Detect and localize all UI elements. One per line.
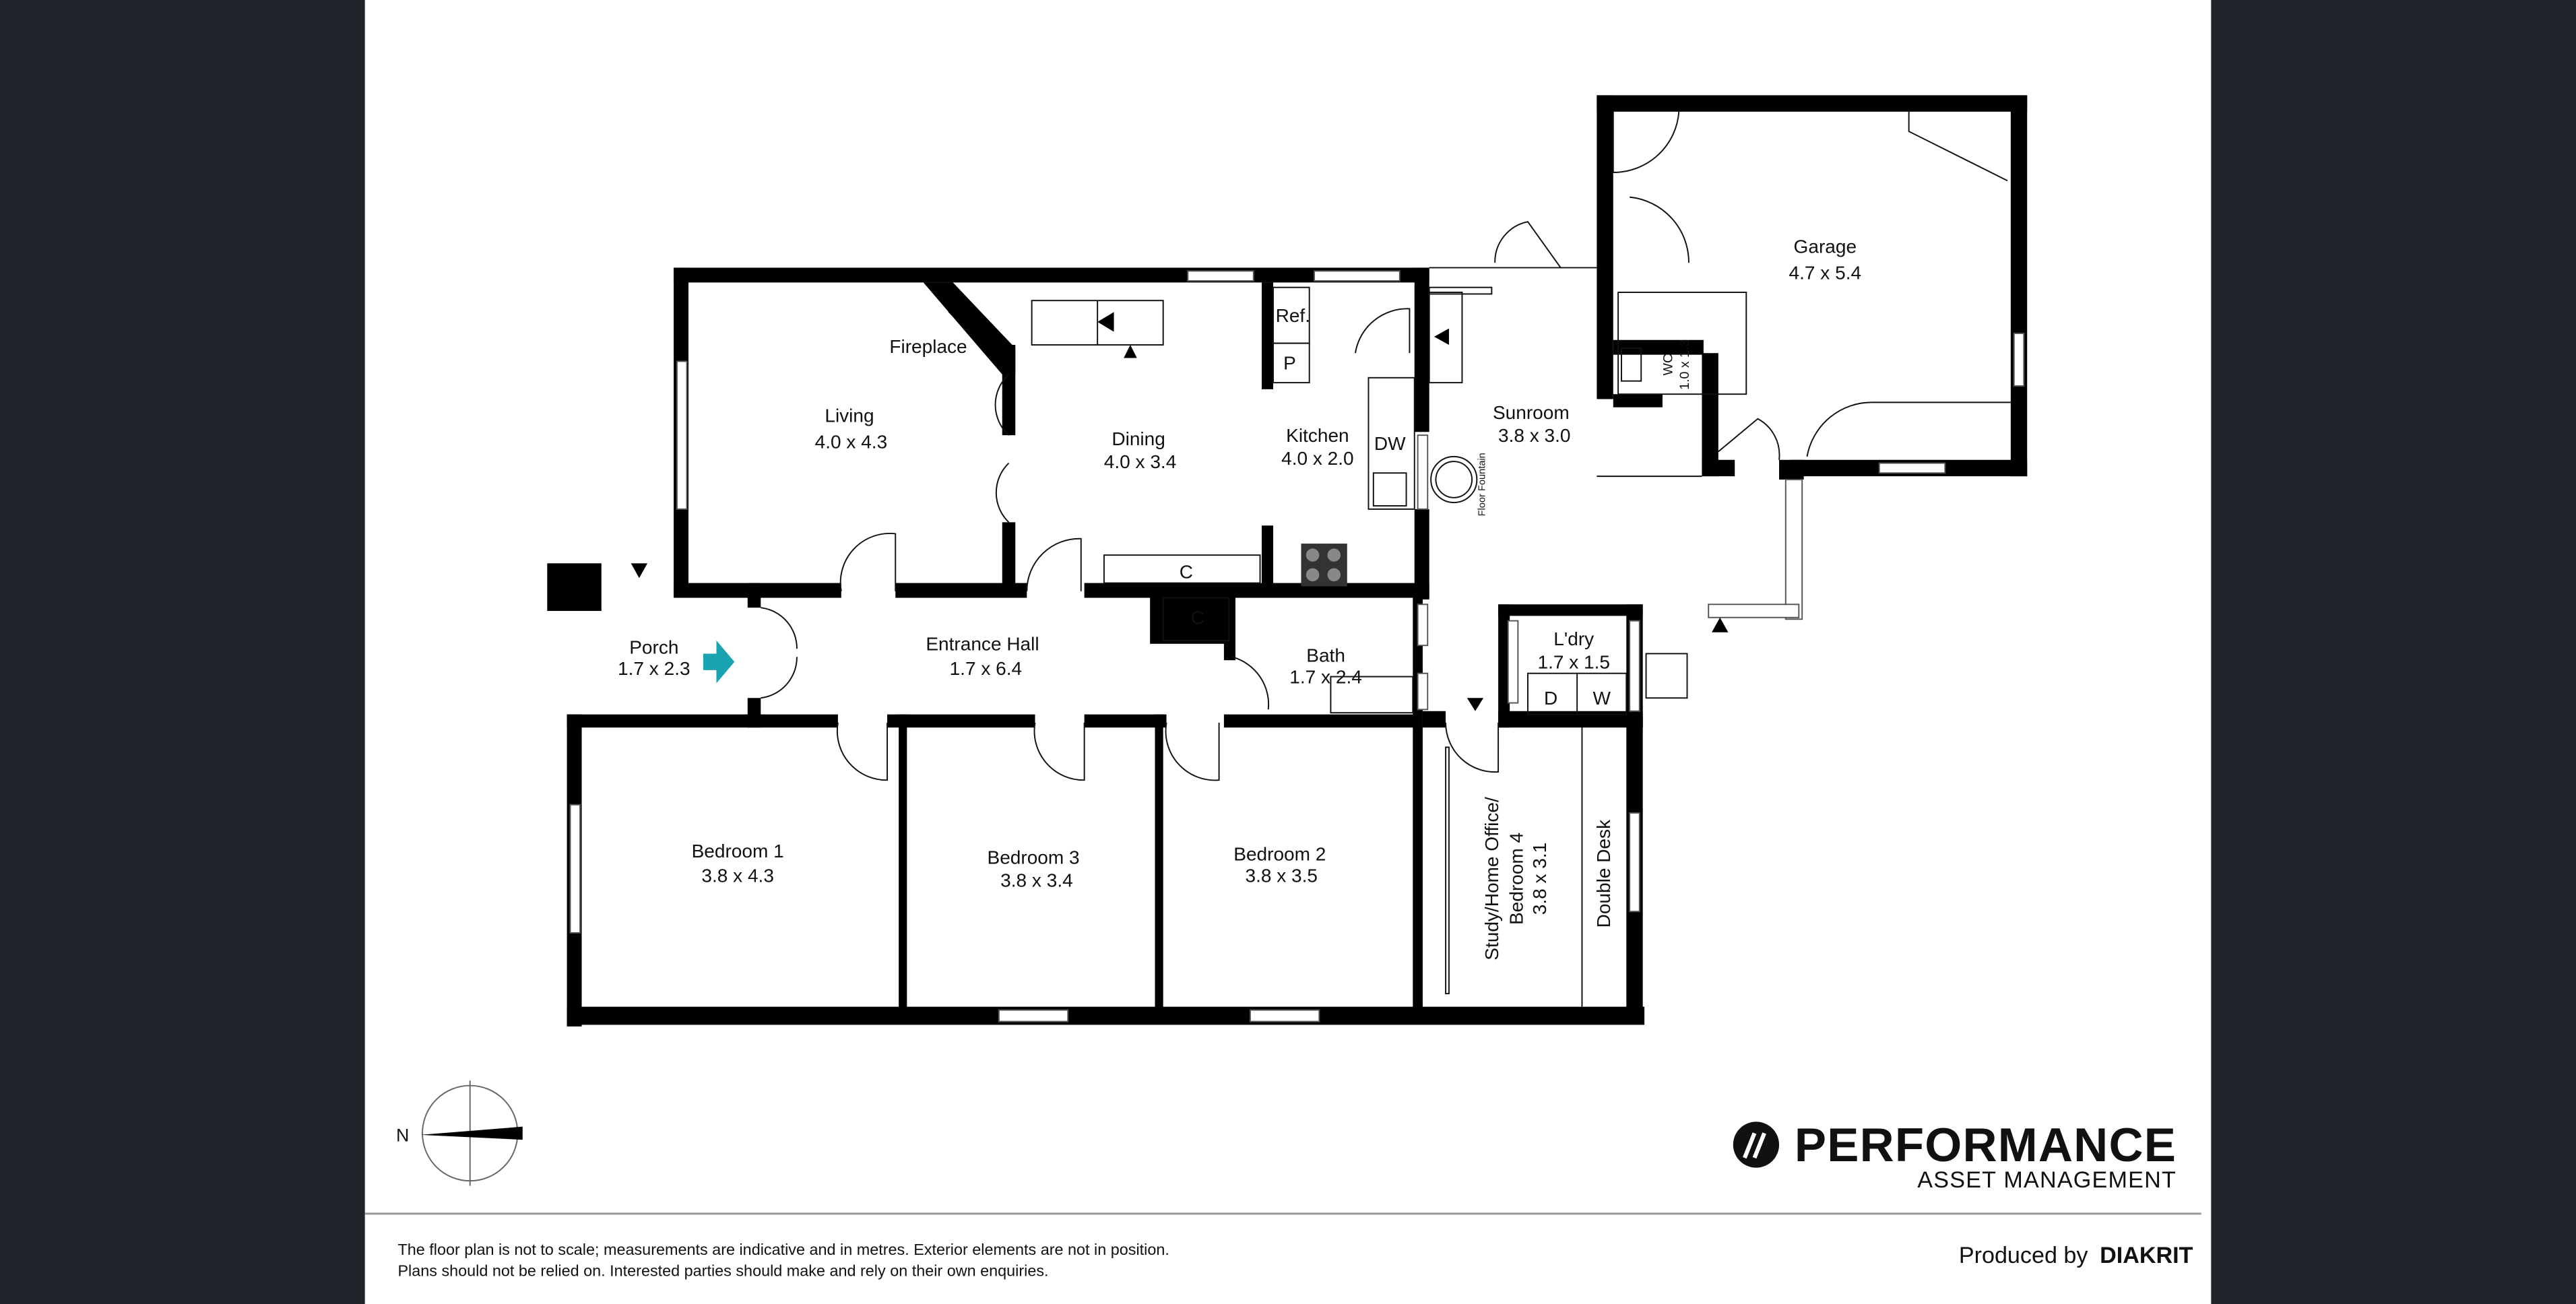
compass-needle-icon (420, 1126, 523, 1140)
fireplace-label: Fireplace (889, 336, 967, 357)
bath-label: Bath (1306, 645, 1345, 666)
dining-label: Dining (1112, 428, 1165, 449)
bedroom2-label: Bedroom 2 (1233, 844, 1326, 865)
bath-size: 1.7 x 2.4 (1289, 666, 1362, 687)
laundry-label: L'dry (1553, 628, 1594, 649)
garage-label: Garage (1794, 236, 1857, 257)
laundry-size: 1.7 x 1.5 (1537, 651, 1610, 672)
logo-brand: PERFORMANCE (1795, 1118, 2177, 1171)
bedroom3-size: 3.8 x 3.4 (1000, 870, 1073, 891)
kitchen-size: 4.0 x 2.0 (1281, 448, 1354, 469)
living-size: 4.0 x 4.3 (815, 432, 888, 453)
cupboard-label: C (1191, 608, 1204, 628)
study-label-line2: Bedroom 4 (1506, 833, 1527, 925)
porch-size: 1.7 x 2.3 (618, 658, 690, 679)
study-label: Study/Home Office/ (1481, 797, 1502, 960)
bedroom1-label: Bedroom 1 (692, 841, 784, 861)
bedroom3-label: Bedroom 3 (988, 847, 1080, 868)
study-size: 3.8 x 3.1 (1529, 843, 1550, 915)
dining-size: 4.0 x 3.4 (1104, 451, 1177, 472)
sunroom-label: Sunroom (1493, 402, 1570, 423)
disclaimer-line1: The floor plan is not to scale; measurem… (397, 1241, 1169, 1258)
compass-north-label: N (396, 1126, 409, 1146)
sunroom-size: 3.8 x 3.0 (1498, 425, 1571, 446)
bedroom2-size: 3.8 x 3.5 (1245, 865, 1318, 886)
cupboard-label: C (1180, 561, 1193, 582)
double-desk-label: Double Desk (1593, 819, 1614, 927)
floor-fountain-label: Floor Fountain (1477, 453, 1488, 516)
disclaimer-line2: Plans should not be relied on. Intereste… (397, 1262, 1048, 1280)
entrance-hall-label: Entrance Hall (926, 634, 1039, 655)
entrance-hall-size: 1.7 x 6.4 (950, 658, 1023, 679)
windows (569, 270, 2025, 1022)
performance-logo: PERFORMANCE ASSET MANAGEMENT (1733, 1118, 2177, 1193)
garage-size: 4.7 x 5.4 (1789, 263, 1862, 284)
logo-subtitle: ASSET MANAGEMENT (1917, 1167, 2177, 1193)
entry-arrow-icon (703, 640, 735, 684)
produced-by-label: Produced by (1959, 1243, 2088, 1268)
washer-label: W (1592, 688, 1611, 709)
porch-label: Porch (629, 637, 678, 657)
paper-sheet (364, 0, 2212, 1304)
diakrit-logo: DIAKRIT (2100, 1243, 2193, 1268)
living-label: Living (825, 405, 874, 426)
fixtures (631, 267, 1747, 1007)
logo-mark-icon (1733, 1121, 1780, 1168)
fridge-label: Ref. (1276, 305, 1310, 326)
kitchen-label: Kitchen (1286, 425, 1349, 446)
wc-size: 1.0 x 1.3 (1677, 339, 1692, 390)
dishwasher-label: DW (1374, 433, 1406, 454)
dryer-label: D (1544, 688, 1557, 709)
compass: N (396, 1080, 523, 1186)
room-labels: Living 4.0 x 4.3 Fireplace Dining 4.0 x … (618, 236, 1861, 960)
wc-label: WC (1661, 354, 1676, 376)
bedroom1-size: 3.8 x 4.3 (701, 865, 774, 886)
doors (761, 111, 2011, 781)
pantry-label: P (1283, 353, 1296, 374)
